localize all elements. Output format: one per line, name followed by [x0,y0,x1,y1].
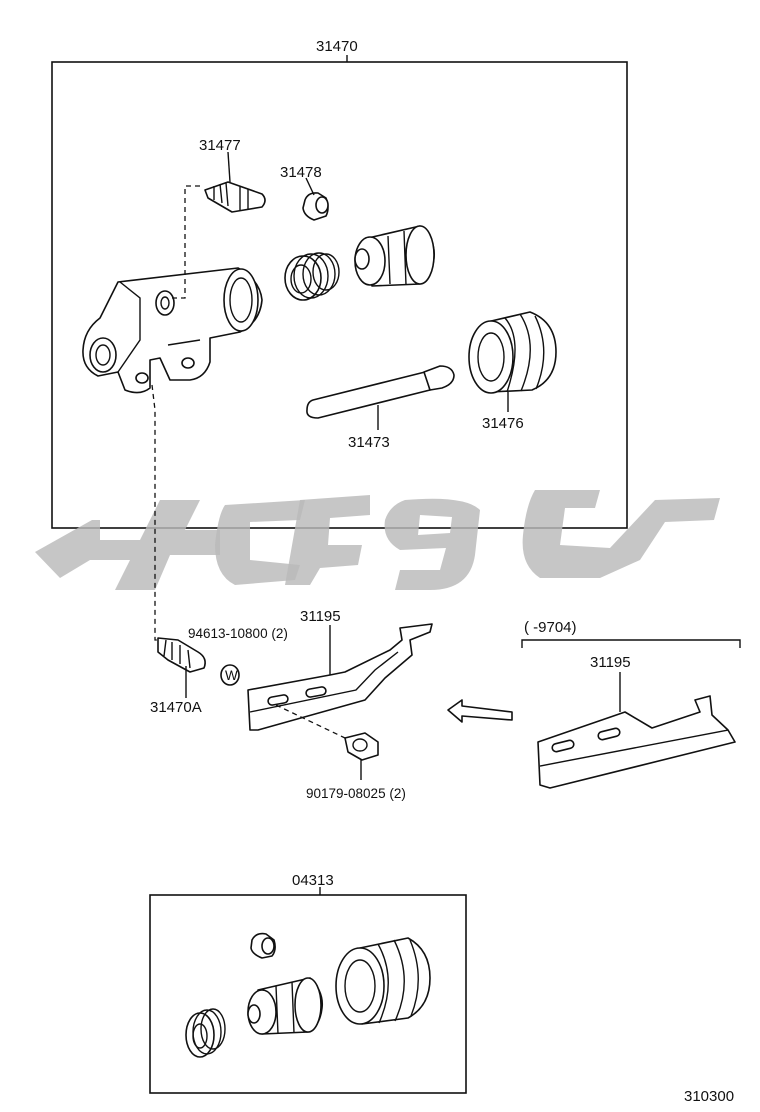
bracket-icon [247,623,433,731]
repair-piston-icon [247,977,324,1035]
repair-spring-icon [185,1008,226,1058]
bleeder-plug-icon [204,181,266,213]
spring-icon [284,252,340,301]
label-diagram-code: 310300 [684,1088,734,1105]
label-bleeder-plug: 31477 [199,137,241,154]
nut-icon [344,732,379,761]
arrow-left-icon [447,699,513,723]
kit-frame-repair [149,894,467,1094]
label-bracket-alt: 31195 [590,654,631,671]
repair-cap-icon [250,932,276,959]
bracket-alt-icon [537,695,736,789]
boot-icon [468,311,557,394]
piston-icon [354,225,436,287]
label-push-rod: 31473 [348,434,390,451]
washer-w-icon: W [220,664,240,686]
label-boot: 31476 [482,415,524,432]
label-bracket: 31195 [300,608,341,625]
label-date-range: ( -9704) [524,619,577,636]
label-union: 31470A [150,699,202,716]
kit-frame-main [51,61,628,529]
union-fitting-icon [157,637,206,673]
push-rod-icon [306,365,455,419]
label-nut: 90179-08025 (2) [306,786,406,801]
bleeder-cap-icon [302,192,329,221]
slave-cylinder-icon [82,267,263,394]
label-bleeder-cap: 31478 [280,164,322,181]
repair-boot-icon [335,937,431,1025]
watermark-logo [35,490,720,590]
washer-w-label: W [225,668,238,683]
label-repair-kit: 04313 [292,872,334,889]
label-bolt: 94613-10800 (2) [188,626,288,641]
label-kit-main: 31470 [316,38,358,55]
